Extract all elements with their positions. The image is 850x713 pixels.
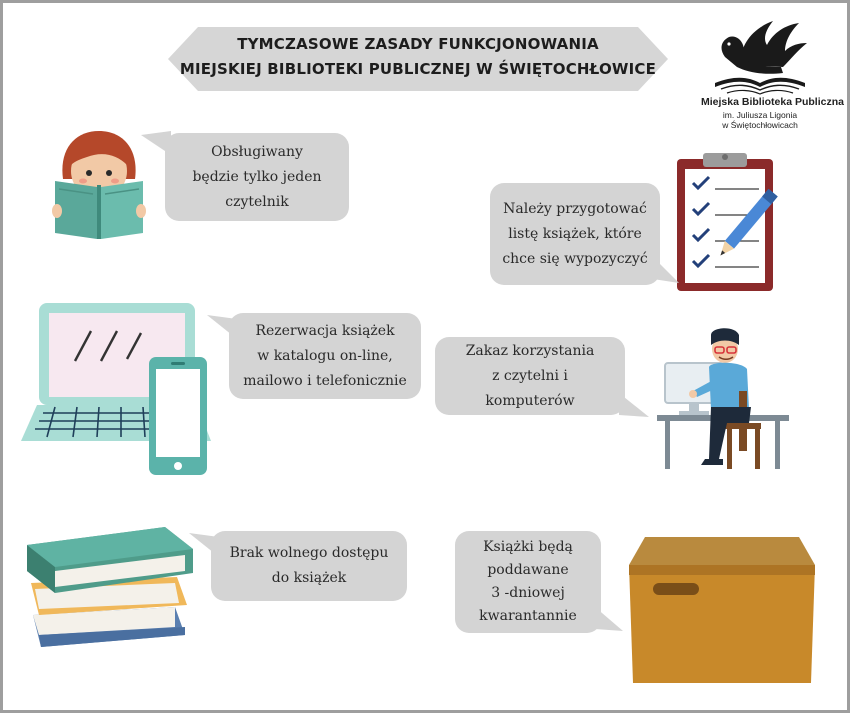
rule-bubble-no-open-access: Brak wolnego dostępu do książek xyxy=(211,531,407,601)
bubble-line: 3 -dniowej xyxy=(491,585,565,601)
rule-bubble-quarantine: Książki będą poddawane 3 -dniowej kwaran… xyxy=(455,531,601,633)
pegasus-logo-icon xyxy=(715,21,807,95)
bubble-line: Obsługiwany xyxy=(211,143,303,160)
rule-bubble-single-reader: Obsługiwany będzie tylko jeden czytelnik xyxy=(165,133,349,221)
bubble-line: w katalogu on-line, xyxy=(257,347,393,364)
book-stack-icon xyxy=(27,527,193,647)
computer-user-icon xyxy=(657,328,789,469)
title-line-2: MIEJSKIEJ BIBLIOTEKI PUBLICZNEJ W ŚWIĘTO… xyxy=(179,60,657,78)
rule-bubble-reservation: Rezerwacja książek w katalogu on-line, m… xyxy=(229,313,421,399)
bubble-line: komputerów xyxy=(485,392,575,409)
cardboard-box-icon xyxy=(629,537,815,683)
bubble-line: będzie tylko jeden xyxy=(192,168,322,185)
bubble-line: poddawane xyxy=(487,562,569,578)
title-line-1: TYMCZASOWE ZASADY FUNKCJONOWANIA xyxy=(237,35,599,53)
bubble-line: do książek xyxy=(271,570,347,586)
clipboard-icon xyxy=(677,153,778,291)
bubble-line: chce się wypozyczyć xyxy=(502,250,648,267)
bubble-line: Książki będą xyxy=(483,539,573,555)
bubble-line: z czytelni i xyxy=(492,367,568,384)
logo-subtitle-2: w Świętochłowicach xyxy=(722,120,798,130)
title-banner: TYMCZASOWE ZASADY FUNKCJONOWANIA MIEJSKI… xyxy=(168,25,668,93)
logo-name: Miejska Biblioteka Publiczna xyxy=(701,96,844,108)
bubble-line: Zakaz korzystania xyxy=(465,342,595,359)
bubble-line: czytelnik xyxy=(225,193,289,210)
bubble-line: Rezerwacja książek xyxy=(255,322,395,339)
bubble-line: mailowo i telefonicznie xyxy=(243,372,407,389)
rule-bubble-no-reading-room: Zakaz korzystania z czytelni i komputeró… xyxy=(435,337,625,415)
laptop-phone-icon xyxy=(21,303,211,475)
reader-icon xyxy=(52,131,146,239)
library-logo: Miejska Biblioteka Publiczna im. Juliusz… xyxy=(701,17,844,130)
bubble-line: Brak wolnego dostępu xyxy=(229,545,389,561)
bubble-line: listę książek, które xyxy=(508,225,642,242)
logo-subtitle-1: im. Juliusza Ligonia xyxy=(722,110,798,120)
rule-bubble-prepare-list: Należy przygotować listę książek, które … xyxy=(490,183,660,285)
bubble-line: kwarantannie xyxy=(479,608,577,624)
bubble-line: Należy przygotować xyxy=(503,200,647,217)
